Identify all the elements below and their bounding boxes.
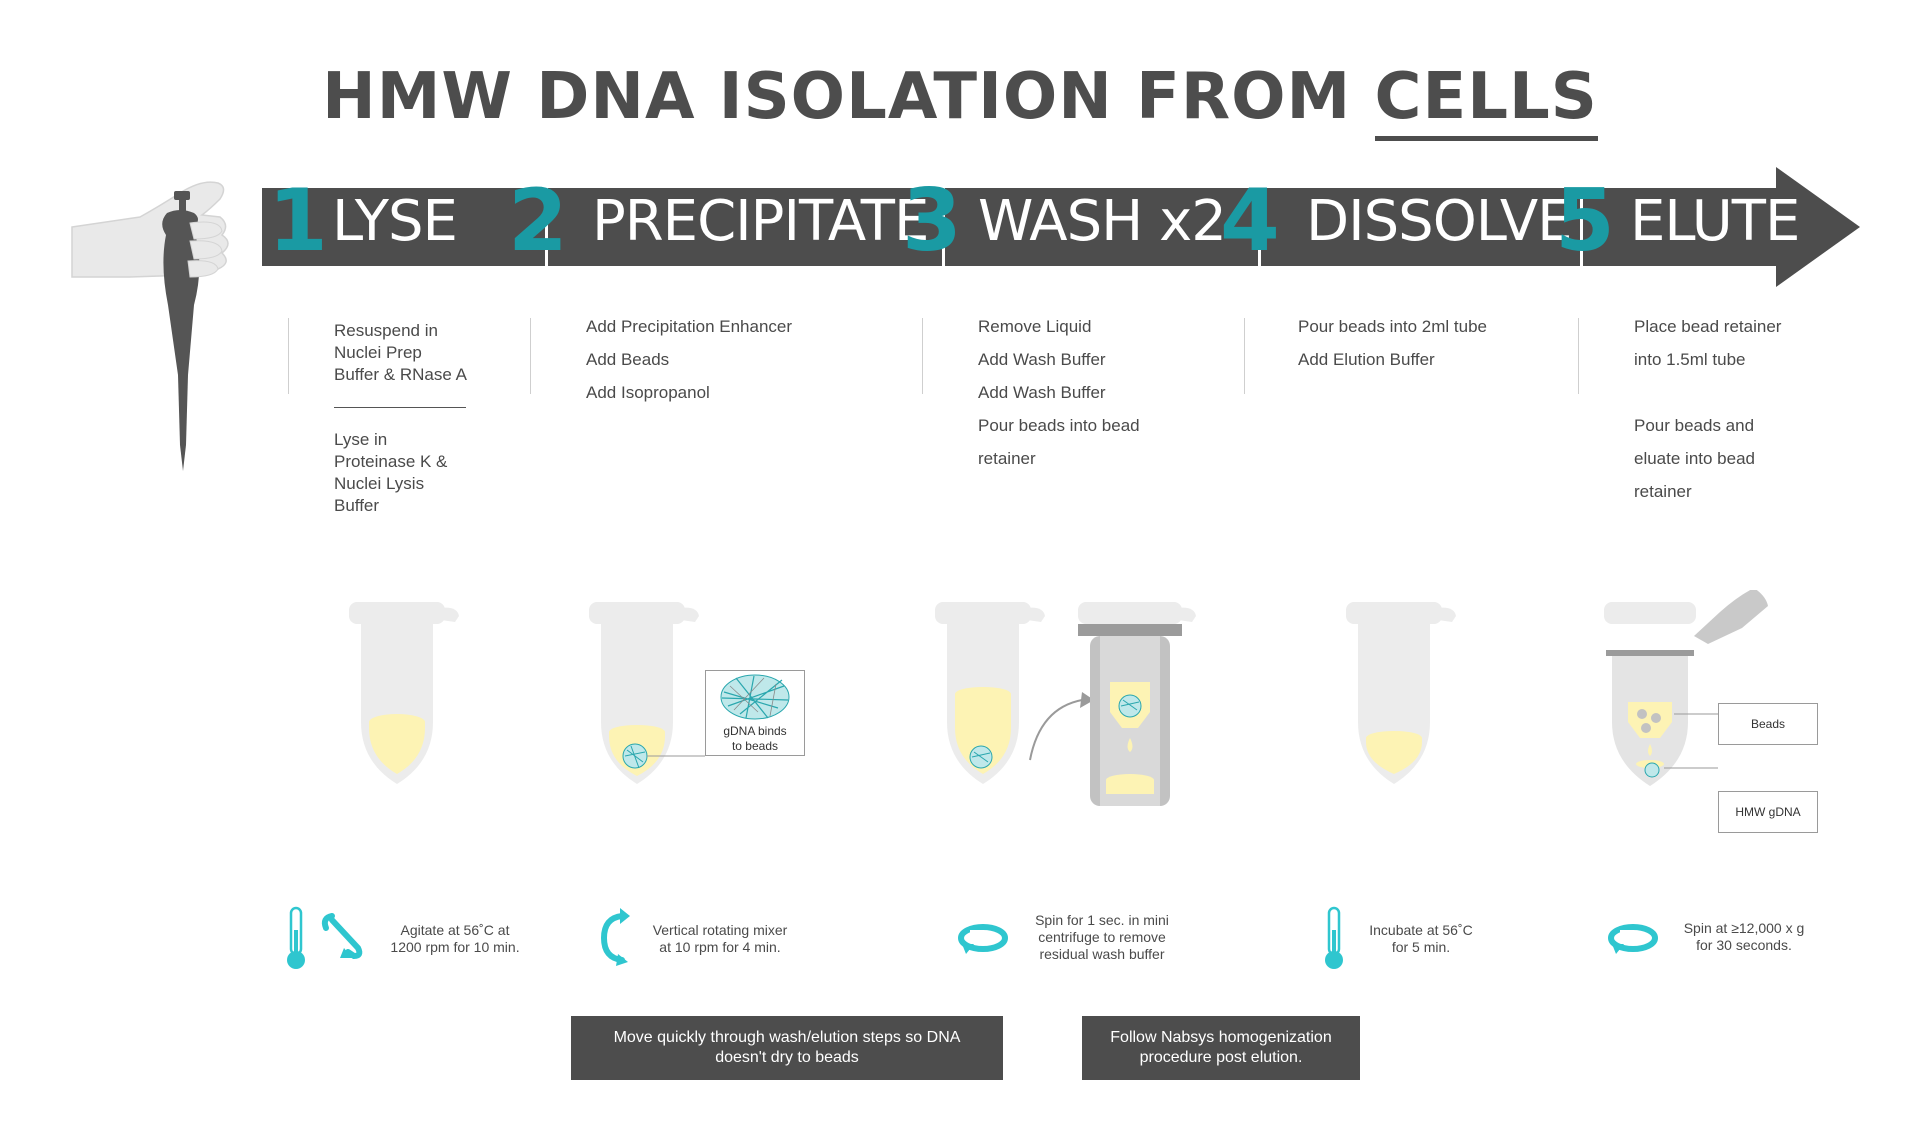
step-number-5: 5 — [1555, 171, 1615, 271]
title-main: HMW DNA ISOLATION FROM — [322, 60, 1352, 134]
pipette-hand-icon — [71, 181, 229, 471]
step-label-lyse: LYSE — [332, 189, 458, 254]
note-move-quickly: Move quickly through wash/elution steps … — [571, 1016, 1003, 1080]
centrifuge-spin-icon — [958, 924, 1008, 954]
divider-line — [530, 318, 531, 394]
title-underlined: CELLS — [1374, 60, 1598, 141]
step-label-dissolve: DISSOLVE — [1306, 189, 1573, 254]
tube-dissolve-icon — [1346, 602, 1456, 784]
step-label-elute: ELUTE — [1630, 189, 1800, 254]
step-number-1: 1 — [268, 171, 328, 271]
beads-callout: Beads — [1718, 703, 1818, 745]
lyse-instructions-part2: Lyse in Proteinase K & Nuclei Lysis Buff… — [334, 430, 448, 515]
agitate-rotation-icon — [321, 913, 363, 960]
step-number-4: 4 — [1220, 171, 1280, 271]
wash-conditions: Spin for 1 sec. in mini centrifuge to re… — [1035, 912, 1169, 962]
tubes-illustration — [349, 590, 1768, 806]
tube-precipitate-icon — [589, 602, 705, 784]
note-homogenization: Follow Nabsys homogenization procedure p… — [1082, 1016, 1360, 1080]
precipitate-conditions: Vertical rotating mixer at 10 rpm for 4 … — [652, 922, 788, 955]
page-title: HMW DNA ISOLATION FROM CELLS — [0, 60, 1920, 141]
step-number-2: 2 — [508, 171, 568, 271]
step-label-precipitate: PRECIPITATE — [592, 189, 929, 254]
wash-instructions: Remove Liquid Add Wash Buffer Add Wash B… — [978, 317, 1140, 468]
tube-bead-retainer-icon — [1078, 602, 1196, 806]
bead-cluster-icon — [720, 674, 790, 720]
tube-elute-icon — [1604, 590, 1768, 786]
divider-line — [1578, 318, 1579, 394]
lyse-instructions-part1: Resuspend in Nuclei Prep Buffer & RNase … — [334, 321, 467, 384]
step-number-3: 3 — [902, 171, 962, 271]
transfer-arrow-icon — [1029, 699, 1083, 761]
dissolve-conditions: Incubate at 56˚C for 5 min. — [1369, 922, 1473, 955]
lyse-divider — [334, 407, 466, 408]
centrifuge-spin-icon — [1608, 924, 1658, 954]
divider-line — [288, 318, 289, 394]
step-label-wash: WASH x2 — [978, 189, 1227, 254]
elute-instructions: Place bead retainer into 1.5ml tube Pour… — [1634, 317, 1782, 501]
vertical-rotating-mixer-icon — [600, 908, 630, 966]
tube-wash-icon — [935, 602, 1045, 784]
tube-lyse-icon — [349, 602, 459, 784]
process-arrow-band — [262, 167, 1860, 287]
thermometer-icon — [287, 906, 305, 969]
dissolve-instructions: Pour beads into 2ml tube Add Elution Buf… — [1298, 317, 1488, 369]
divider-line — [922, 318, 923, 394]
hmw-gdna-callout: HMW gDNA — [1718, 791, 1818, 833]
thermometer-icon — [1325, 906, 1343, 969]
elute-conditions: Spin at ≥12,000 x g for 30 seconds. — [1683, 920, 1805, 953]
gdna-binds-callout: gDNA binds to beads — [705, 670, 805, 756]
lyse-conditions: Agitate at 56˚C at 1200 rpm for 10 min. — [390, 922, 520, 955]
precipitate-instructions: Add Precipitation Enhancer Add Beads Add… — [586, 317, 793, 402]
divider-line — [1244, 318, 1245, 394]
